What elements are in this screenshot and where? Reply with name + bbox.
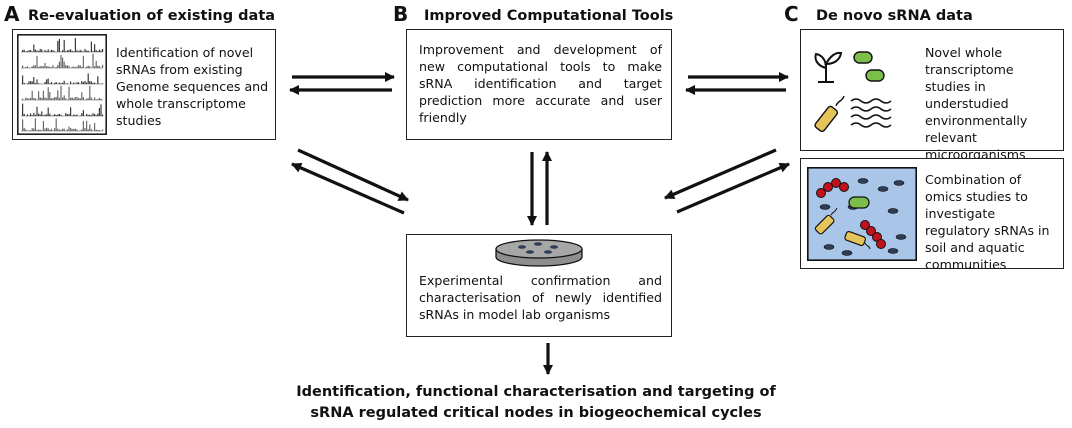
panel-a-text: Identification of novel sRNAs from exist… <box>116 45 269 128</box>
sequence-waves-icon <box>850 96 892 130</box>
flagellated-yellow-bacterium-icon <box>812 92 848 136</box>
panel-letter-b: B <box>393 2 409 26</box>
panel-c-bottom-text: Combination of omics studies to investig… <box>925 172 1050 272</box>
microbial-community-icon <box>807 167 918 262</box>
arrow-c-to-center <box>664 148 777 200</box>
petri-dish-icon <box>492 238 586 268</box>
panel-b-text: Improvement and development of new compu… <box>419 42 662 125</box>
panel-c-top-box <box>800 29 1064 151</box>
panel-title-b: Improved Computational Tools <box>424 8 674 24</box>
plant-sprout-icon <box>808 44 844 84</box>
conclusion-line-1: Identification, functional characterisat… <box>296 384 776 400</box>
arrow-center-to-c <box>676 162 790 214</box>
genome-track-plot-icon <box>17 34 108 136</box>
green-bacterium-icon <box>852 50 886 86</box>
conclusion-line-2: sRNA regulated critical nodes in biogeoc… <box>310 405 762 421</box>
arrow-center-to-a <box>291 162 405 215</box>
panel-title-a: Re-evaluation of existing data <box>28 8 276 24</box>
arrow-a-to-center <box>297 148 409 202</box>
panel-title-c: De novo sRNA data <box>816 8 973 24</box>
center-text: Experimental confirmation and characteri… <box>419 273 662 322</box>
panel-letter-a: A <box>4 2 20 26</box>
panel-letter-c: C <box>784 2 799 26</box>
panel-b-box <box>406 29 672 140</box>
